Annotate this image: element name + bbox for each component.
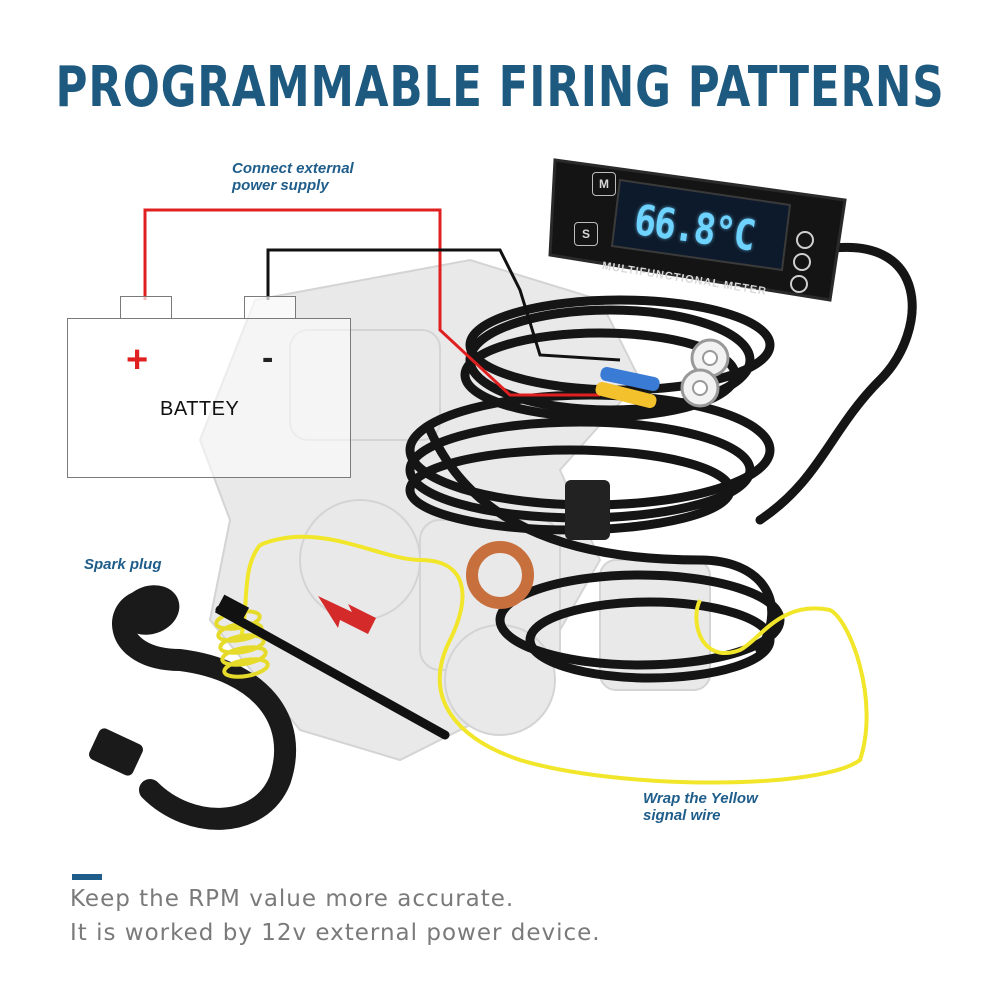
accent-bar xyxy=(72,874,102,880)
inline-connector xyxy=(565,480,610,540)
footer-line-2: It is worked by 12v external power devic… xyxy=(70,920,601,946)
signal-wire-callout: Wrap the Yellow signal wire xyxy=(643,790,758,824)
signal-callout-line2: signal wire xyxy=(643,807,721,824)
plus-icon: + xyxy=(126,339,149,381)
battery-negative-terminal xyxy=(244,296,296,319)
power-supply-callout: Connect external power supply xyxy=(232,160,354,194)
footer-line-1: Keep the RPM value more accurate. xyxy=(70,886,515,912)
signal-callout-line1: Wrap the Yellow xyxy=(643,790,758,807)
meter-s-button: S xyxy=(574,222,598,246)
copper-ring-terminal xyxy=(466,541,534,609)
meter-m-button: M xyxy=(592,172,616,196)
power-callout-line1: Connect external xyxy=(232,160,354,177)
battery-positive-terminal xyxy=(120,296,172,319)
power-callout-line2: power supply xyxy=(232,177,329,194)
arrow-icon xyxy=(318,596,376,634)
battery-label: BATTEY xyxy=(160,398,240,420)
spark-plug-cap-icon xyxy=(89,585,450,830)
minus-icon: - xyxy=(262,339,274,377)
battery xyxy=(67,318,351,478)
spark-plug-callout: Spark plug xyxy=(84,556,162,573)
ring-terminal-icon xyxy=(595,338,730,409)
positive-wire xyxy=(143,208,600,397)
meter-device xyxy=(548,158,847,302)
page-title: PROGRAMMABLE FIRING PATTERNS xyxy=(55,54,945,120)
negative-wire xyxy=(266,248,621,362)
signal-wire xyxy=(259,534,869,785)
